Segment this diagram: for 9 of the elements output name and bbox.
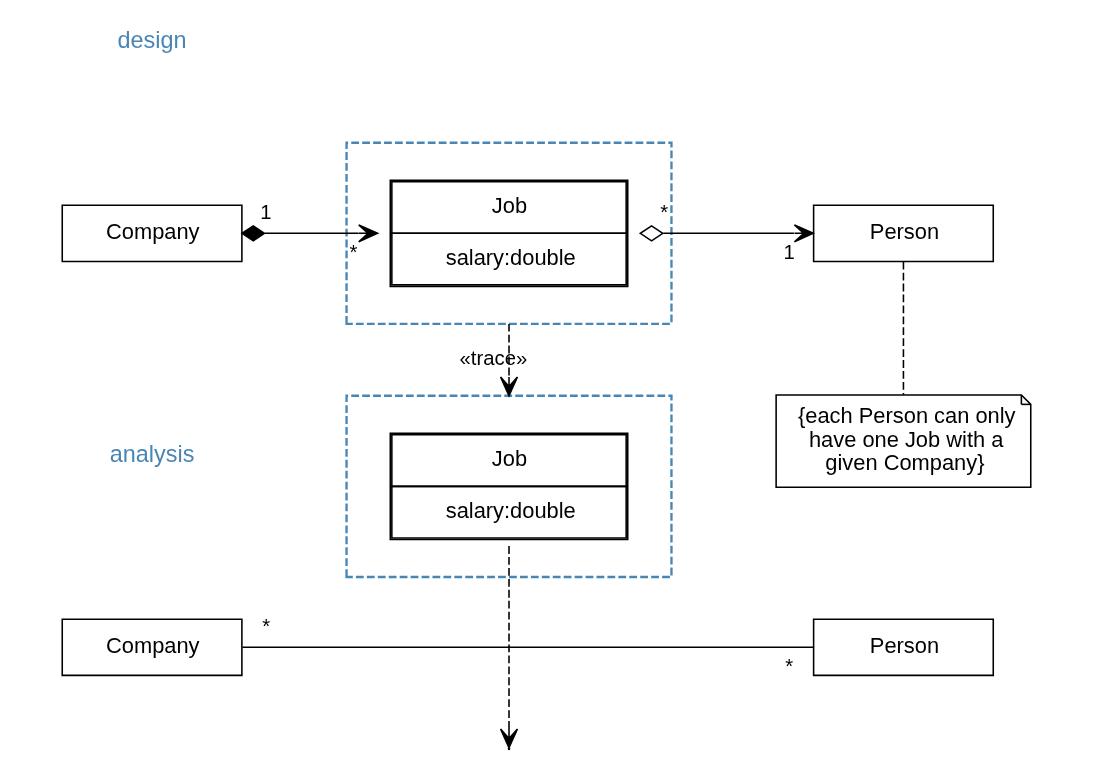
label: 1 — [260, 200, 272, 223]
label: * — [785, 654, 794, 677]
label: * — [262, 614, 271, 637]
label: * — [349, 240, 358, 263]
label: analysis — [109, 441, 195, 468]
label: design — [117, 27, 187, 54]
label: * — [660, 200, 669, 223]
label: 1 — [783, 240, 795, 263]
edge-label: «trace» — [459, 347, 528, 370]
